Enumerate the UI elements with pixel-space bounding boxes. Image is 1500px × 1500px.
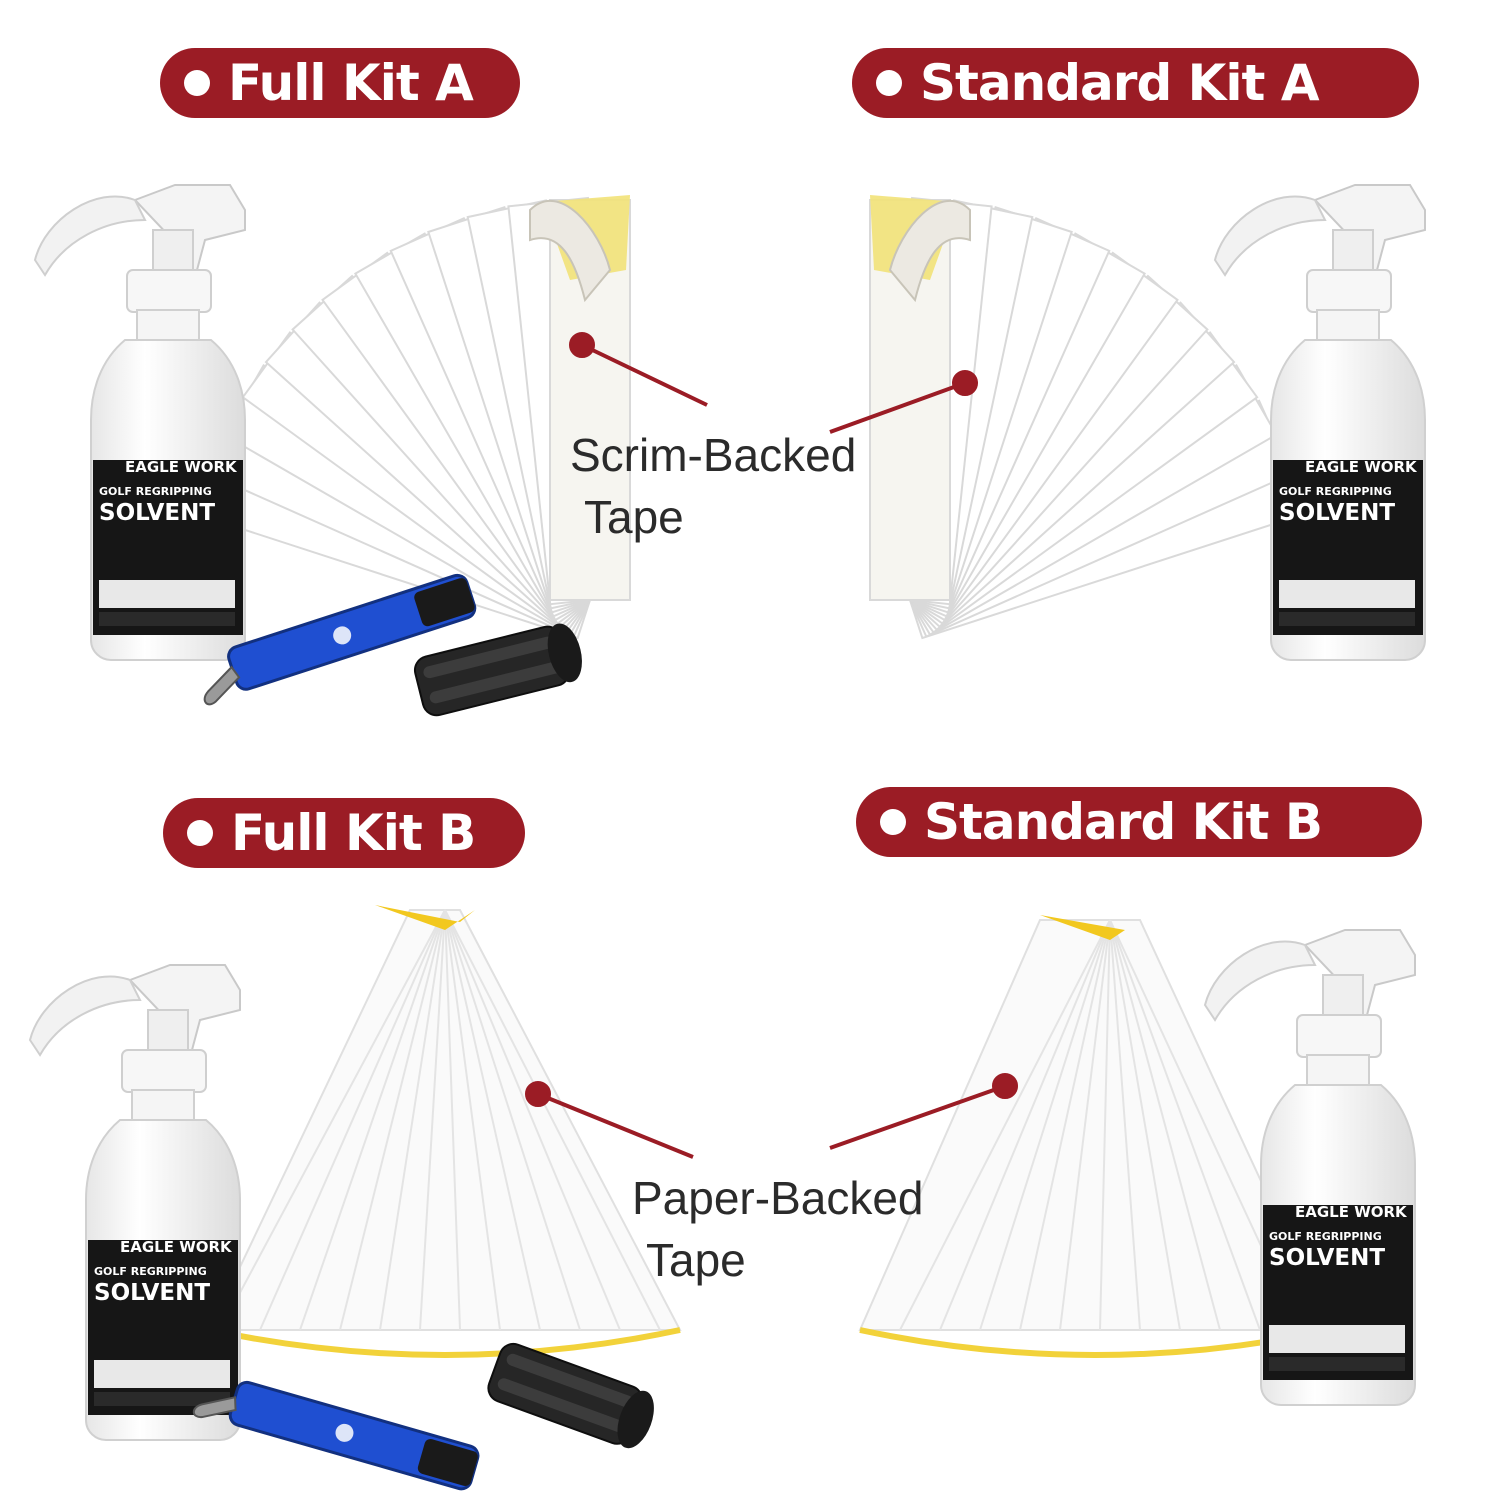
kit-title-label: Full Kit B bbox=[231, 804, 476, 862]
callout-line-2: Tape bbox=[646, 1234, 746, 1286]
kit-title-label: Standard Kit B bbox=[924, 793, 1323, 851]
leader-dot-icon bbox=[525, 1081, 551, 1107]
bottle-subtitle: GOLF REGRIPPING bbox=[1269, 1230, 1382, 1243]
bottle-product: SOLVENT bbox=[99, 500, 215, 526]
regripping-solvent-bottle-standard-kit-a: EAGLE WORK GOLF REGRIPPING SOLVENT bbox=[1214, 184, 1426, 661]
bottle-product: SOLVENT bbox=[1269, 1245, 1385, 1271]
callout-line-2: Tape bbox=[584, 491, 684, 543]
scrim-backed-tape-callout: Scrim-Backed Tape bbox=[570, 424, 856, 548]
bottle-subtitle: GOLF REGRIPPING bbox=[94, 1265, 207, 1278]
paper-tape-fan-full-kit-b bbox=[208, 905, 682, 1358]
leader-line-scrim-left bbox=[581, 343, 708, 407]
leader-dot-icon bbox=[569, 332, 595, 358]
regripping-solvent-bottle-full-kit-a: EAGLE WORK GOLF REGRIPPING SOLVENT bbox=[34, 184, 246, 661]
regripping-solvent-bottle-standard-kit-b: EAGLE WORK GOLF REGRIPPING SOLVENT bbox=[1204, 929, 1416, 1406]
bottle-brand: EAGLE WORK bbox=[125, 458, 238, 476]
leader-line-paper-right bbox=[829, 1084, 1006, 1150]
callout-line-1: Paper-Backed bbox=[632, 1172, 924, 1224]
bottle-brand: EAGLE WORK bbox=[1295, 1203, 1408, 1221]
bottle-product: SOLVENT bbox=[1279, 500, 1395, 526]
bottle-product: SOLVENT bbox=[94, 1280, 210, 1306]
paper-backed-tape-callout: Paper-Backed Tape bbox=[632, 1167, 924, 1291]
bottle-brand: EAGLE WORK bbox=[120, 1238, 233, 1256]
grip-vise-clamp-full-kit-b bbox=[483, 1339, 662, 1455]
kit-title-standard-kit-a: Standard Kit A bbox=[852, 48, 1419, 118]
bullet-dot-icon bbox=[880, 809, 906, 835]
bullet-dot-icon bbox=[187, 820, 213, 846]
regripping-solvent-bottle-full-kit-b: EAGLE WORK GOLF REGRIPPING SOLVENT bbox=[29, 964, 241, 1441]
kit-title-label: Full Kit A bbox=[228, 54, 474, 112]
bullet-dot-icon bbox=[876, 70, 902, 96]
bottle-subtitle: GOLF REGRIPPING bbox=[99, 485, 212, 498]
kit-title-label: Standard Kit A bbox=[920, 54, 1320, 112]
leader-dot-icon bbox=[992, 1073, 1018, 1099]
bullet-dot-icon bbox=[184, 70, 210, 96]
kit-title-full-kit-a: Full Kit A bbox=[160, 48, 520, 118]
scrim-tape-fan-full-kit-a bbox=[195, 195, 631, 640]
bottle-subtitle: GOLF REGRIPPING bbox=[1279, 485, 1392, 498]
bottle-brand: EAGLE WORK bbox=[1305, 458, 1418, 476]
kit-title-standard-kit-b: Standard Kit B bbox=[856, 787, 1422, 857]
paper-tape-fan-standard-kit-b bbox=[858, 915, 1332, 1358]
kit-title-full-kit-b: Full Kit B bbox=[163, 798, 525, 868]
leader-line-paper-left bbox=[537, 1092, 694, 1159]
grip-vise-clamp-full-kit-a bbox=[411, 618, 589, 720]
scrim-tape-fan-standard-kit-a bbox=[869, 195, 1305, 640]
leader-dot-icon bbox=[952, 370, 978, 396]
leader-line-scrim-right bbox=[829, 381, 966, 434]
callout-line-1: Scrim-Backed bbox=[570, 429, 857, 481]
